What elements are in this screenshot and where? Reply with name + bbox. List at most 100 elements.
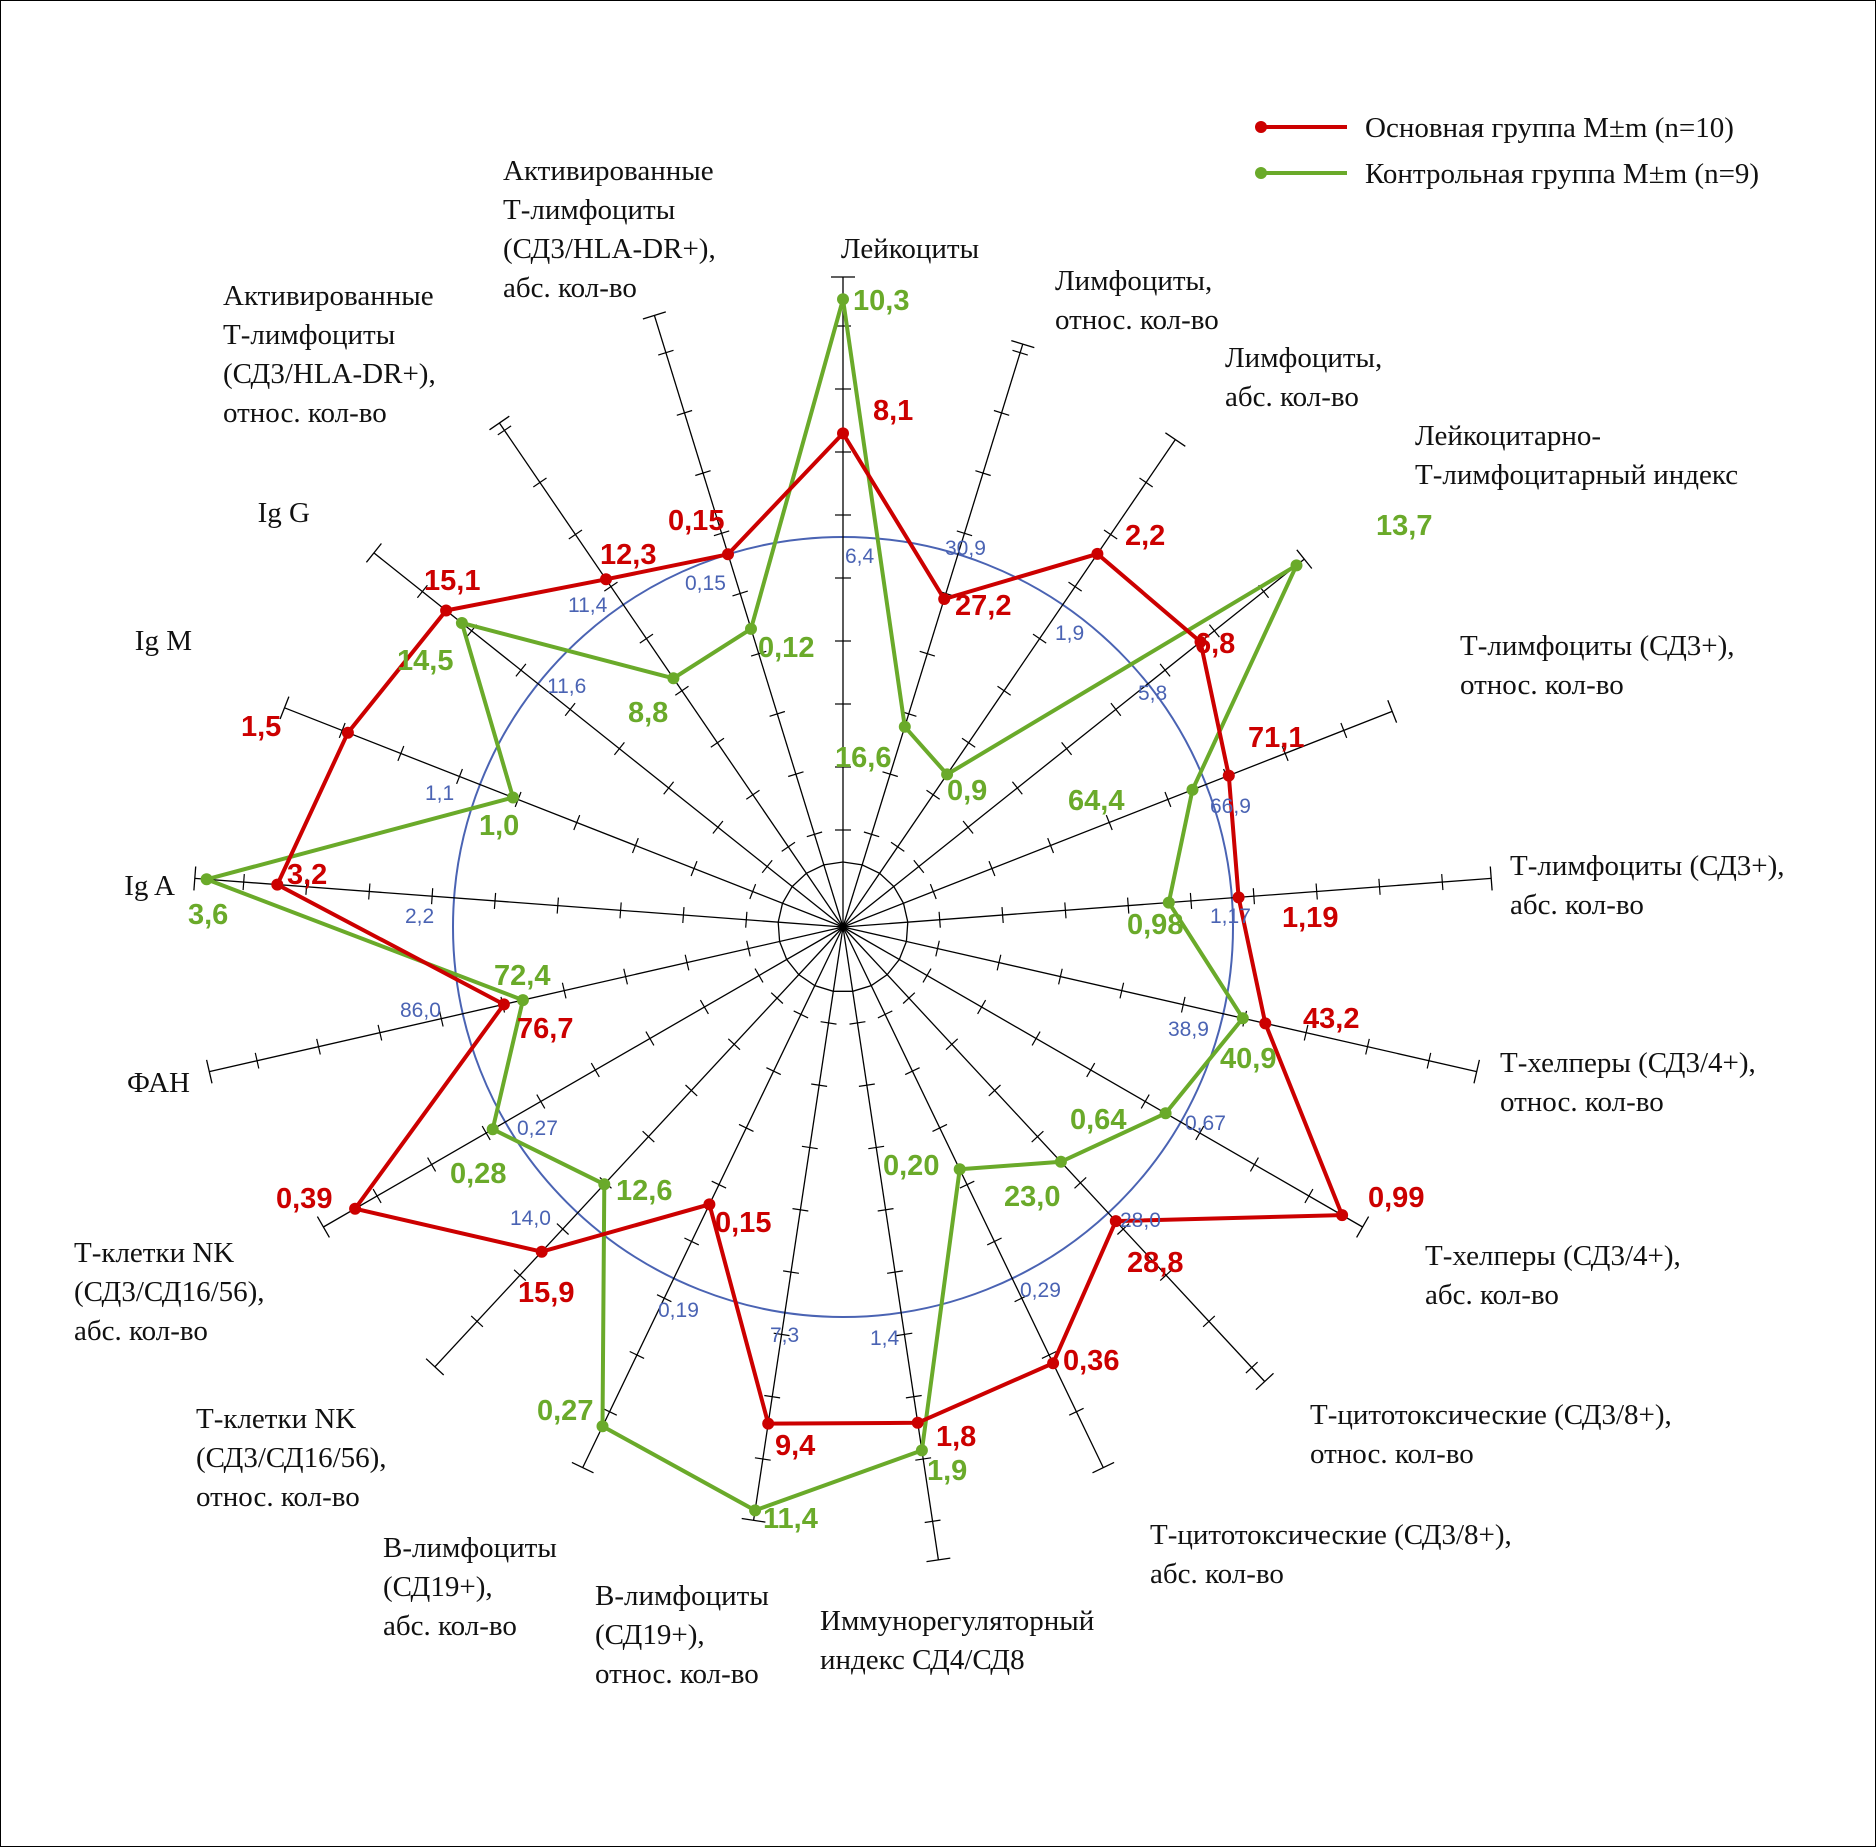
axis-tick	[254, 1052, 260, 1069]
axis-tick	[988, 860, 996, 877]
axis-end-cap	[425, 1358, 445, 1376]
axis-tick	[536, 1094, 546, 1109]
axis-end-cap	[1387, 700, 1398, 723]
axis-label-line: Т-хелперы (СД3/4+),	[1500, 1047, 1756, 1079]
axis-tick	[674, 685, 689, 696]
axis-tick	[1068, 581, 1083, 592]
axis-tick	[745, 789, 760, 800]
axis-line	[842, 926, 1363, 1228]
axis-tick	[639, 633, 654, 644]
axis-label-line: Иммунорегуляторный	[820, 1605, 1094, 1637]
axis-tick	[676, 409, 693, 416]
axis-tick	[956, 530, 973, 537]
axis-tick	[1012, 349, 1028, 356]
control-value-label: 0,28	[450, 1158, 506, 1190]
main-data-point	[1222, 769, 1235, 782]
axis-label: Т-лимфоциты (СД3+),абс. кол-во	[1510, 850, 1785, 921]
control-data-point	[1162, 896, 1175, 909]
axis-label: Ig A	[124, 870, 175, 902]
axis-tick	[904, 1067, 920, 1076]
axis-end-cap	[926, 1557, 951, 1563]
axis-tick	[750, 650, 767, 657]
axis-tick	[938, 911, 941, 928]
axis-tick	[1281, 745, 1289, 762]
main-value-label: 9,4	[775, 1430, 815, 1462]
axis-tick	[986, 1237, 1002, 1246]
axis-label-line: абс. кол-во	[383, 1610, 517, 1642]
control-value-label: 64,4	[1068, 785, 1124, 817]
axis-label-line: Т-клетки NK	[74, 1237, 234, 1269]
main-data-point	[1336, 1209, 1349, 1222]
control-value-label: 16,6	[835, 742, 891, 774]
axis-tick	[849, 1021, 866, 1025]
axis-tick	[513, 1269, 527, 1282]
series-layer	[200, 293, 1349, 1517]
axis-tick	[1426, 1052, 1432, 1069]
axis-tick	[1014, 1294, 1030, 1303]
axis-tick	[427, 1157, 437, 1172]
axis-tick	[882, 771, 898, 778]
control-value-label: 72,4	[494, 960, 550, 992]
reference-value-label: 1,4	[870, 1327, 900, 1350]
axis-tick	[1110, 702, 1122, 717]
reference-value-label: 1,1	[425, 782, 454, 805]
axis-line	[842, 926, 1104, 1468]
reference-value-label: 0,27	[517, 1117, 558, 1140]
axis-label-line: Ig G	[258, 497, 310, 529]
axis-label-line: относ. кол-во	[1310, 1438, 1474, 1470]
axis-tick	[896, 1332, 913, 1337]
axis-label-line: абс. кол-во	[1425, 1279, 1559, 1311]
axis-tick	[338, 722, 346, 739]
axis-label-line: Т-лимфоциты (СД3+),	[1510, 850, 1785, 882]
control-value-label: 1,9	[927, 1455, 967, 1487]
axis-tick	[1031, 1130, 1044, 1143]
axis-label-line: Лейкоциты	[841, 233, 979, 265]
axis-line	[373, 552, 844, 928]
axis-label-line: относ. кол-во	[1055, 304, 1219, 336]
main-data-point	[911, 1416, 924, 1429]
axis-tick	[1116, 1223, 1130, 1235]
axis-tick	[1105, 814, 1113, 831]
main-value-label: 0,15	[715, 1207, 771, 1239]
control-data-point	[749, 1504, 762, 1517]
reference-value-label: 66,9	[1210, 795, 1251, 818]
axis-tick	[793, 1010, 809, 1019]
axis-tick	[316, 1038, 321, 1055]
axis-tick	[902, 992, 916, 1004]
reference-value-label: 7,3	[770, 1324, 799, 1347]
axis-tick	[877, 1208, 894, 1212]
main-value-label: 1,5	[241, 711, 281, 743]
axis-tick	[416, 584, 428, 599]
control-value-label: 0,64	[1070, 1104, 1126, 1136]
axis-tick	[684, 954, 690, 971]
axis-line	[582, 926, 844, 1468]
axis-tick	[773, 1332, 790, 1337]
axis-end-cap	[279, 696, 290, 720]
axis-label-line: относ. кол-во	[1500, 1086, 1664, 1118]
axis-tick	[1249, 1157, 1259, 1172]
axis-tick	[456, 768, 463, 785]
axis-tick	[377, 1024, 383, 1041]
axis-tick	[642, 1130, 655, 1143]
main-data-point	[349, 1202, 362, 1215]
axis-label-line: Т-лимфоциты (СД3+),	[1460, 630, 1735, 662]
main-data-point	[535, 1245, 548, 1258]
axis-tick	[372, 1188, 382, 1204]
center-hub	[777, 861, 909, 992]
axis-tick	[863, 831, 880, 838]
axis-tick	[658, 349, 674, 356]
axis-tick	[1441, 874, 1444, 891]
control-value-label: 40,9	[1220, 1043, 1276, 1075]
axis-tick	[922, 968, 932, 983]
axis-tick	[781, 841, 796, 852]
axis-label-line: относ. кол-во	[1460, 669, 1624, 701]
axis-tick	[515, 663, 527, 677]
control-value-label: 12,6	[616, 1175, 672, 1207]
reference-value-label: 1,9	[1055, 622, 1084, 645]
control-data-point	[200, 873, 213, 886]
axis-label-line: (СД19+),	[383, 1571, 493, 1603]
main-value-label: 28,8	[1127, 1247, 1183, 1279]
reference-value-label: 86,0	[400, 999, 441, 1022]
axis-tick	[684, 1237, 700, 1246]
